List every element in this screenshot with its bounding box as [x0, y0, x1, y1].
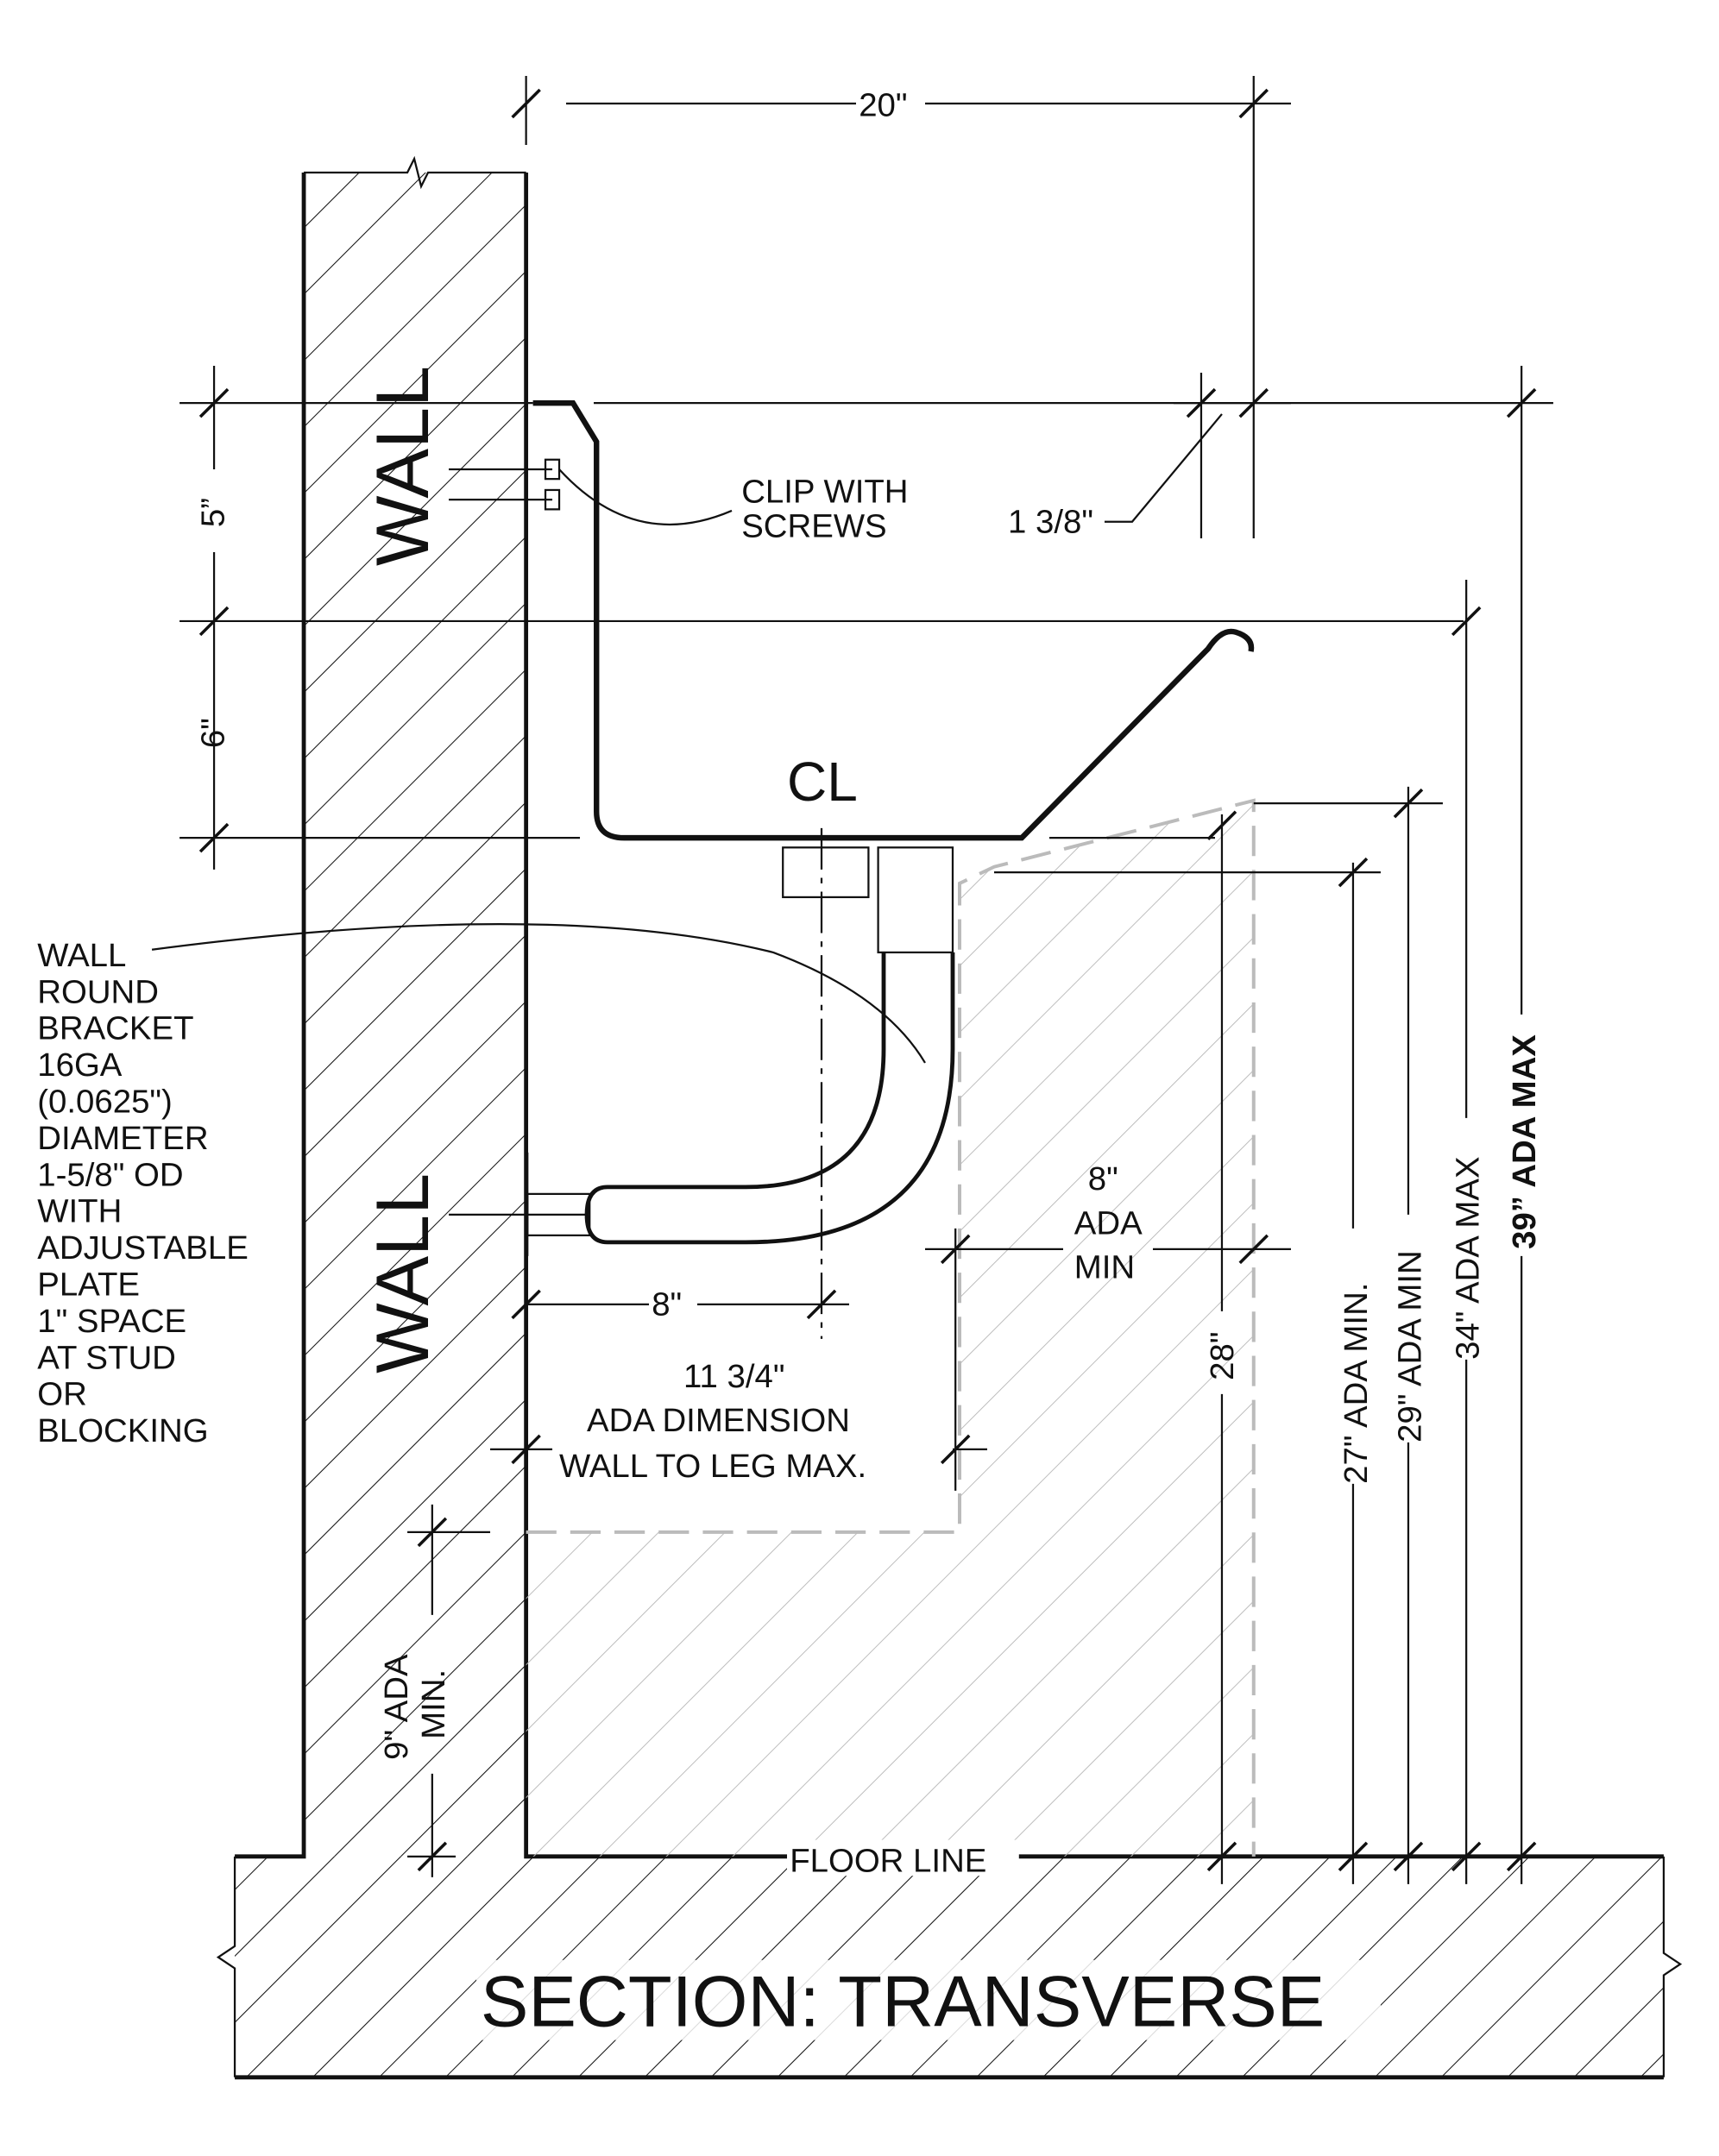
dim-clip-height: 5” 6" [194, 365, 231, 870]
sink-bowl [179, 399, 1553, 841]
svg-text:WALL TO LEG MAX.: WALL TO LEG MAX. [559, 1448, 866, 1485]
bracket-leader-line [151, 922, 926, 1064]
floor-section [216, 1856, 1683, 2080]
svg-text:ADA DIMENSION: ADA DIMENSION [587, 1402, 850, 1439]
wall-label-upper: WALL [362, 366, 444, 566]
bracket-note: WALL ROUND BRACKET 16GA (0.0625") DIAMET… [37, 937, 257, 1449]
break-line-icon [304, 155, 526, 190]
clip-leader-line [558, 468, 733, 526]
dim-wall-to-centerline: 8" [511, 1286, 850, 1323]
svg-text:MIN.: MIN. [415, 1669, 452, 1739]
svg-text:11 3/4": 11 3/4" [683, 1358, 784, 1395]
dim-top-39: 39” ADA MAX [1506, 365, 1543, 1884]
svg-text:8": 8" [1088, 1160, 1118, 1197]
dim-knee-29: 29" ADA MIN [1253, 786, 1443, 1884]
dim-wall-to-leg: 11 3/4" ADA DIMENSION WALL TO LEG MAX. [490, 1358, 987, 1485]
clip-screw-icon [449, 458, 561, 511]
svg-text:MIN: MIN [1074, 1248, 1135, 1285]
wall-label-lower: WALL [362, 1173, 444, 1373]
svg-text:29" ADA MIN: 29" ADA MIN [1391, 1250, 1428, 1443]
svg-text:20": 20" [859, 86, 907, 123]
svg-text:28": 28" [1204, 1332, 1241, 1380]
knee-clearance-zone [526, 798, 1256, 1857]
svg-text:39” ADA MAX: 39” ADA MAX [1506, 1034, 1543, 1249]
centerline: CL [787, 751, 858, 1339]
dim-rim-offset: 1 3/8" [1008, 372, 1291, 541]
dim-knee-27: 27" ADA MIN. [993, 857, 1381, 1884]
svg-text:34" ADA MAX: 34" ADA MAX [1450, 1156, 1487, 1359]
dim-bowl-depth: 6" [194, 718, 231, 748]
dim-bowl-bottom-height: 28" [1204, 810, 1241, 1884]
drawing-title: SECTION: TRANSVERSE [481, 1962, 1325, 2042]
centerline-symbol: CL [787, 751, 858, 813]
drain-fitting [782, 846, 954, 954]
svg-text:ADA: ADA [1074, 1204, 1143, 1241]
round-bracket-pipe [449, 952, 955, 1256]
dim-overall-depth: 20" [511, 75, 1291, 538]
svg-text:1 3/8": 1 3/8" [1008, 504, 1093, 541]
svg-text:8": 8" [652, 1286, 682, 1323]
svg-text:27" ADA MIN.: 27" ADA MIN. [1338, 1283, 1375, 1484]
floor-line-label: FLOOR LINE [790, 1842, 986, 1879]
svg-text:9" ADA: 9" ADA [378, 1654, 415, 1760]
dim-toe-height: 9" ADA MIN. [378, 1504, 491, 1877]
dim-rim-34: 34" ADA MAX [1450, 579, 1487, 1884]
floor-break-icon [216, 1856, 1683, 2077]
svg-text:5”: 5” [194, 498, 231, 527]
